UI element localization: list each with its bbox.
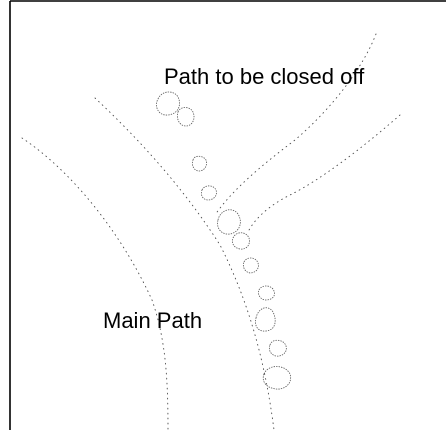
stone xyxy=(217,209,241,235)
main-path-edge-left xyxy=(94,97,275,430)
main-path-label: Main Path xyxy=(103,308,202,333)
left-path-edge-outer xyxy=(21,137,169,430)
stone xyxy=(255,307,276,332)
stone xyxy=(177,107,195,127)
stone xyxy=(262,366,292,390)
stone xyxy=(268,339,287,357)
stone xyxy=(232,232,250,250)
stone xyxy=(242,257,259,274)
closed-path-edge-lower xyxy=(247,114,401,233)
stone xyxy=(191,155,207,172)
closed-path-label: Path to be closed off xyxy=(164,64,365,89)
stone xyxy=(200,185,217,201)
stepping-stones xyxy=(156,91,292,390)
closed-path-edge-upper xyxy=(214,33,377,216)
stone xyxy=(156,91,180,116)
stone xyxy=(258,285,275,301)
